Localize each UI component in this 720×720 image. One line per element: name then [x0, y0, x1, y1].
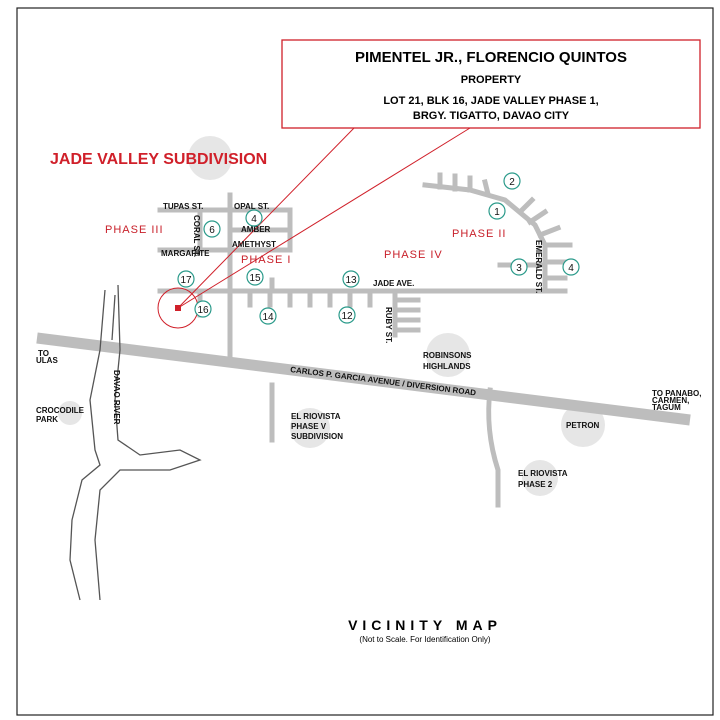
- block-15: 15: [249, 273, 261, 284]
- davao-river-label: DAVAO RIVER: [112, 370, 121, 425]
- petron-label: PETRON: [566, 421, 600, 430]
- tupas-st-label: TUPAS ST.: [163, 202, 203, 211]
- el-riovista-phase2-label-2: PHASE 2: [518, 480, 553, 489]
- subdivision-roads: [157, 172, 573, 508]
- landmark-markers: [58, 136, 605, 496]
- block-4-phase-ii: 4: [568, 263, 574, 274]
- block-3: 3: [516, 263, 522, 274]
- amber-label: AMBER: [241, 225, 271, 234]
- block-2: 2: [509, 177, 515, 188]
- phase-iv-label: PHASE IV: [384, 249, 443, 261]
- emerald-st-label: EMERALD ST.: [534, 240, 543, 293]
- opal-st-label: OPAL ST.: [234, 202, 269, 211]
- block-12: 12: [341, 311, 353, 322]
- coral-st-label: CORAL ST.: [192, 215, 201, 257]
- block-4: 4: [251, 214, 257, 225]
- margarite-label: MARGARITE: [161, 249, 210, 258]
- phase-ii-label: PHASE II: [452, 228, 506, 240]
- jade-ave-label: JADE AVE.: [373, 279, 414, 288]
- to-panabo-label-2: CARMEN,: [652, 396, 689, 405]
- crocodile-park-label-2: PARK: [36, 415, 58, 424]
- block-16: 16: [197, 305, 209, 316]
- davao-river: [69, 284, 202, 601]
- to-panabo-label: TO PANABO,: [652, 389, 701, 398]
- to-ulas-label-2: ULAS: [36, 356, 58, 365]
- ruby-st-label: RUBY ST.: [384, 307, 393, 343]
- amethyst-label: AMETHYST: [232, 240, 276, 249]
- to-panabo-label-3: TAGUM: [652, 403, 681, 412]
- vicinity-map-title: VICINITY MAP: [348, 617, 502, 633]
- property-location-line2: BRGY. TIGATTO, DAVAO CITY: [413, 110, 570, 122]
- property-location-marker: [175, 305, 181, 311]
- block-1: 1: [494, 207, 500, 218]
- property-title-box: [281, 39, 701, 129]
- el-riovista-phase5-label-2: PHASE V: [291, 422, 327, 431]
- block-6: 6: [209, 225, 215, 236]
- block-13: 13: [345, 275, 357, 286]
- carlos-garcia-avenue: [36, 332, 691, 426]
- scale-note: (Not to Scale. For Identification Only): [359, 635, 491, 644]
- phase-i-label: PHASE I: [241, 254, 291, 266]
- block-17: 17: [180, 275, 192, 286]
- el-riovista-phase5-label-3: SUBDIVISION: [291, 432, 343, 441]
- crocodile-park-label: CROCODILE: [36, 406, 85, 415]
- el-riovista-phase2-label: EL RIOVISTA: [518, 469, 568, 478]
- subdivision-title: JADE VALLEY SUBDIVISION: [50, 151, 267, 168]
- block-14: 14: [262, 312, 274, 323]
- property-location-line1: LOT 21, BLK 16, JADE VALLEY PHASE 1,: [383, 95, 598, 107]
- robinsons-highlands-label-2: HIGHLANDS: [423, 362, 471, 371]
- robinsons-highlands-label: ROBINSONS: [423, 351, 472, 360]
- property-label: PROPERTY: [461, 74, 522, 86]
- phase-iii-label: PHASE III: [105, 224, 164, 236]
- owner-name: PIMENTEL JR., FLORENCIO QUINTOS: [355, 49, 627, 66]
- block-markers: [177, 172, 580, 325]
- el-riovista-phase5-label: EL RIOVISTA: [291, 412, 341, 421]
- landmark-labels: TO ULAS CROCODILE PARK ROBINSONS HIGHLAN…: [36, 349, 701, 489]
- to-ulas-label: TO: [38, 349, 49, 358]
